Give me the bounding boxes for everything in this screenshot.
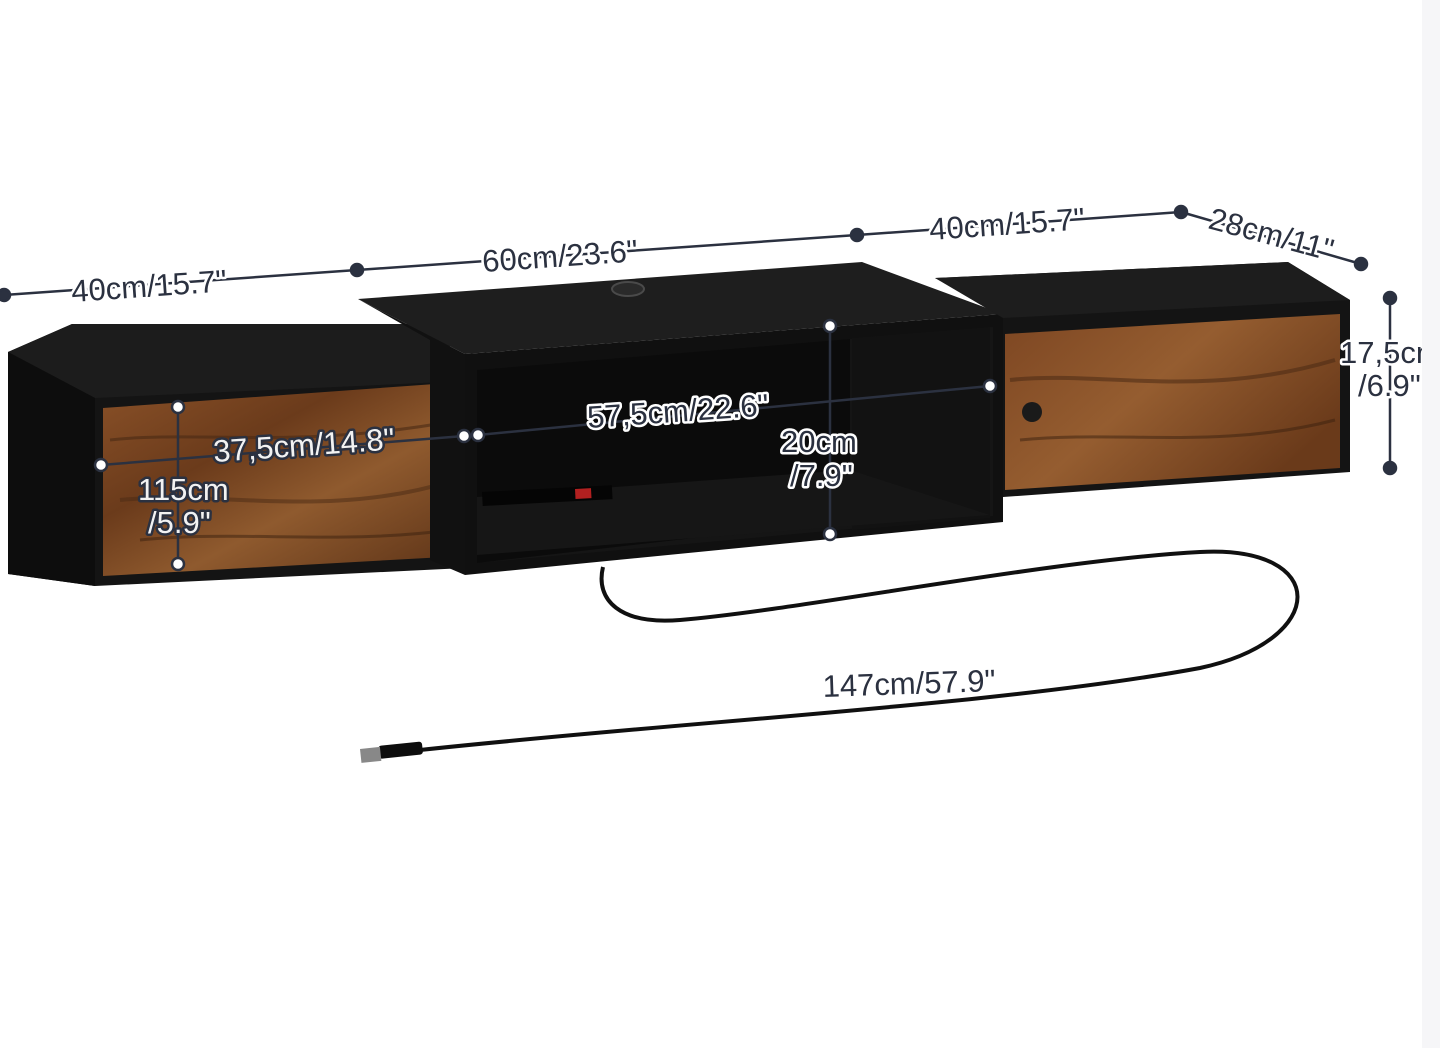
page-edge-strip bbox=[1422, 0, 1440, 1048]
right-drawer-front bbox=[1005, 314, 1340, 490]
height-in-label: /6.9" bbox=[1358, 368, 1421, 403]
right-width-label: 40cm/15.7" bbox=[928, 201, 1086, 247]
dimension-lines bbox=[0, 204, 1398, 572]
power-cable bbox=[419, 549, 1300, 752]
depth-label: 28cm/11" bbox=[1205, 201, 1337, 268]
left-cabinet bbox=[8, 324, 465, 586]
cable-length-label: 147cm/57.9" bbox=[822, 663, 996, 704]
right-cabinet bbox=[935, 262, 1350, 497]
right-drawer-knob bbox=[1022, 402, 1042, 422]
drawer-height-in-label: /5.9" bbox=[148, 505, 211, 540]
center-width-label: 60cm/23.6" bbox=[481, 233, 639, 279]
shelf-height-in-label: /7.9" bbox=[790, 458, 853, 493]
left-width-label: 40cm/15.7" bbox=[70, 263, 228, 309]
shelf-height-cm-label: 20cm bbox=[781, 424, 857, 459]
cable-grommet bbox=[611, 281, 645, 297]
power-switch bbox=[575, 488, 592, 499]
drawer-height-cm-label: 115cm bbox=[138, 472, 229, 507]
left-drawer-front bbox=[103, 382, 463, 576]
center-shelf-unit bbox=[358, 262, 1003, 575]
power-plug bbox=[360, 741, 423, 763]
